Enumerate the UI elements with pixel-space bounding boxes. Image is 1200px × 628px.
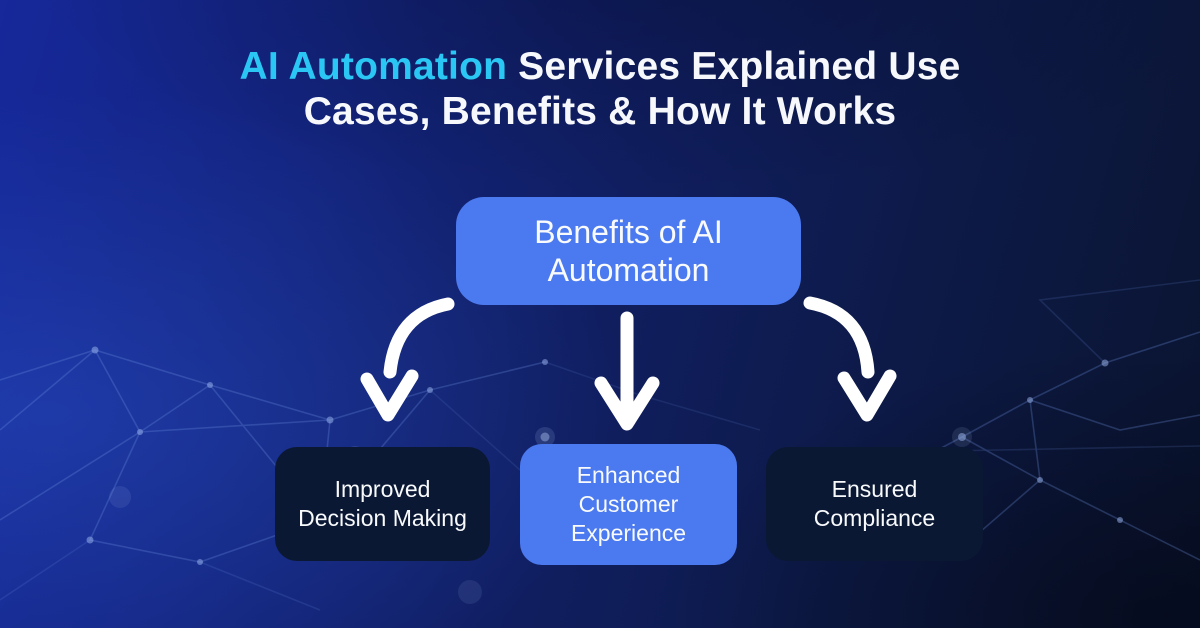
diagram-root-node: Benefits of AI Automation [456, 197, 801, 305]
diagram-node-ensured-compliance: Ensured Compliance [766, 447, 983, 561]
diagram-node-label: Ensured Compliance [813, 476, 936, 531]
page-title: AI Automation Services Explained Use Cas… [190, 44, 1010, 134]
diagram-node-improved-decision-making: Improved Decision Making [275, 447, 490, 561]
diagram-node-label: Improved Decision Making [298, 476, 467, 531]
diagram-root-label: Benefits of AI Automation [534, 214, 723, 288]
page-title-highlight: AI Automation [239, 45, 508, 88]
diagram-node-label: Enhanced Customer Experience [570, 462, 687, 546]
diagram-node-enhanced-customer-experience: Enhanced Customer Experience [520, 444, 737, 565]
page-title-rest: Services Explained Use Cases, Benefits &… [303, 45, 961, 134]
